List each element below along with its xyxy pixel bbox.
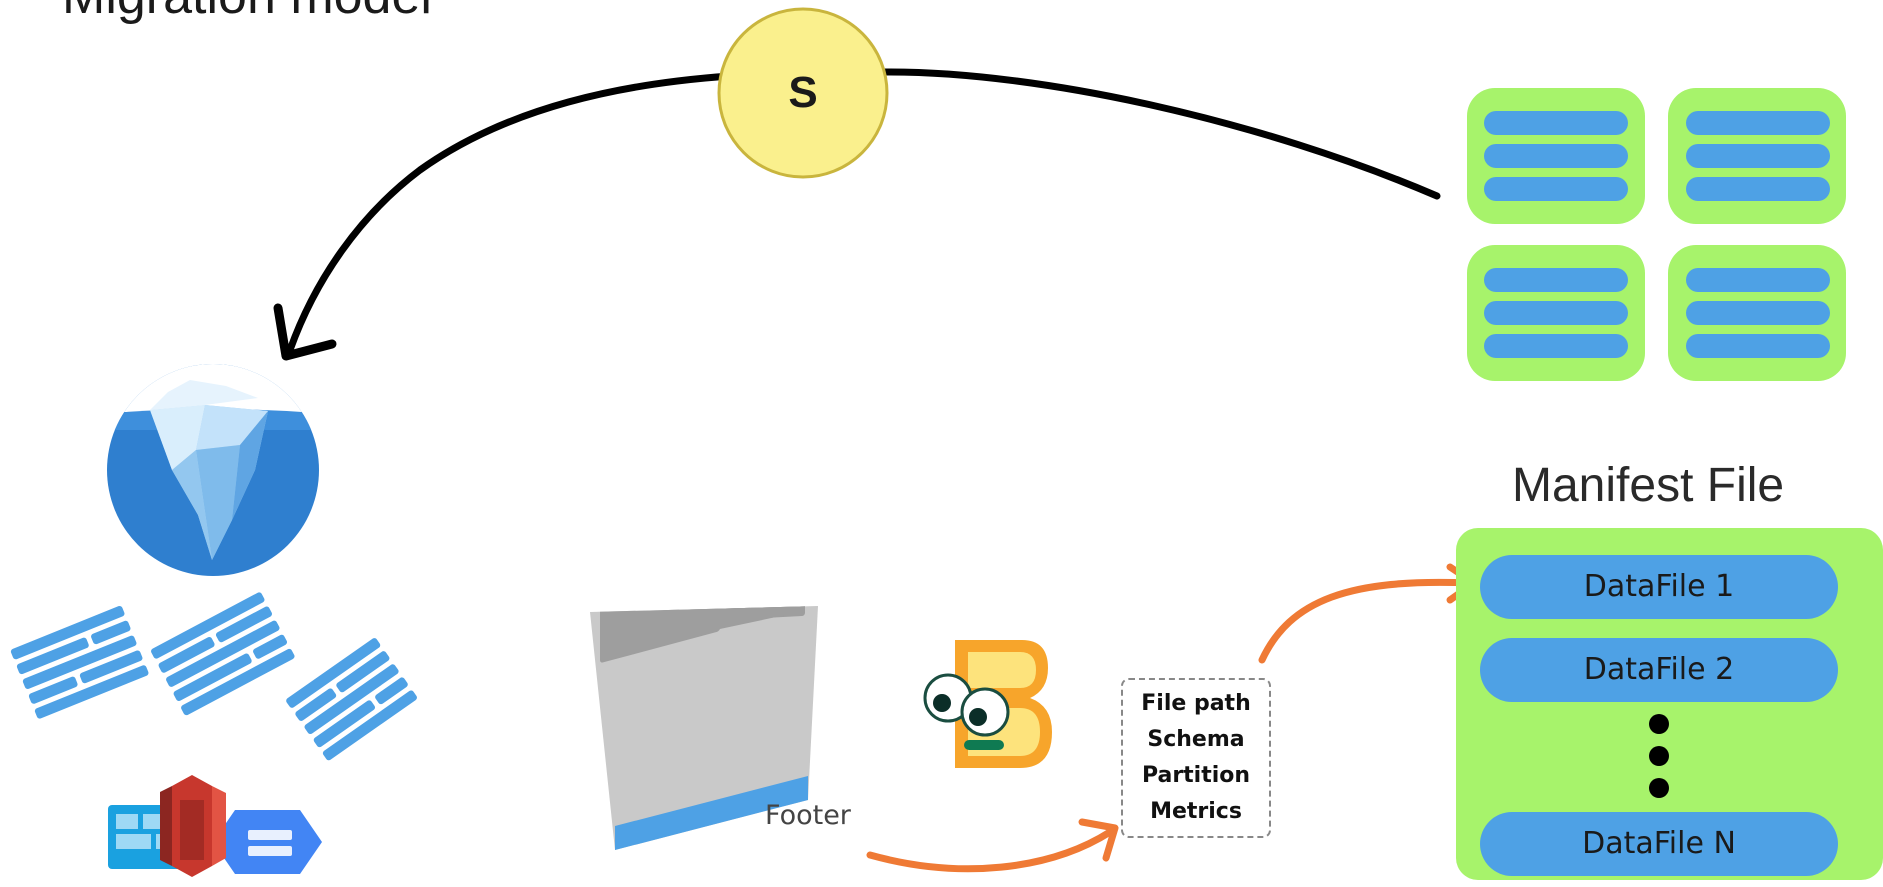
datafile-blocks-icon (10, 592, 417, 761)
manifest-title: Manifest File (1512, 459, 1785, 512)
stack-block-3 (1467, 245, 1645, 381)
duckdb-logo-icon (923, 640, 1052, 768)
tile-2 (151, 592, 295, 716)
ellipsis-dot (1649, 746, 1669, 766)
datafile-label-2: DataFile 2 (1583, 652, 1735, 687)
footer-label: Footer (765, 800, 851, 831)
metadata-to-manifest-arrow (1258, 578, 1474, 664)
datafile-label-n: DataFile N (1582, 826, 1736, 861)
snapshot-circle (717, 7, 889, 179)
migration-arrowhead (273, 303, 337, 361)
tile-1 (10, 605, 149, 719)
snapshot-label: S (788, 68, 818, 117)
cloud-storage-icon (108, 775, 322, 877)
datafile-pill-1 (1480, 555, 1838, 619)
metadata-schema: Schema (1147, 727, 1245, 752)
stack-block-4 (1668, 245, 1846, 381)
metadata-box: File path Schema Partition Metrics (1121, 678, 1271, 838)
datafile-pill-n (1480, 812, 1838, 876)
iceberg-logo-icon (107, 364, 319, 576)
datafile-label-1: DataFile 1 (1583, 569, 1735, 604)
datafile-pill-2 (1480, 638, 1838, 702)
footer-to-metadata-arrow (866, 828, 1114, 873)
ellipsis-dot (1649, 778, 1669, 798)
footer-arrowhead (1078, 818, 1119, 862)
metadata-metrics: Metrics (1150, 799, 1242, 824)
ellipsis-dot (1649, 714, 1669, 734)
parquet-file-icon (590, 606, 818, 850)
diagram-title: Migration model (62, 0, 432, 22)
manifest-stack-grid (1467, 88, 1846, 381)
stack-block-2 (1668, 88, 1846, 224)
metadata-file-path: File path (1141, 691, 1251, 716)
stack-block-1 (1467, 88, 1645, 224)
tile-3 (286, 638, 417, 761)
metadata-partition: Partition (1141, 763, 1251, 788)
